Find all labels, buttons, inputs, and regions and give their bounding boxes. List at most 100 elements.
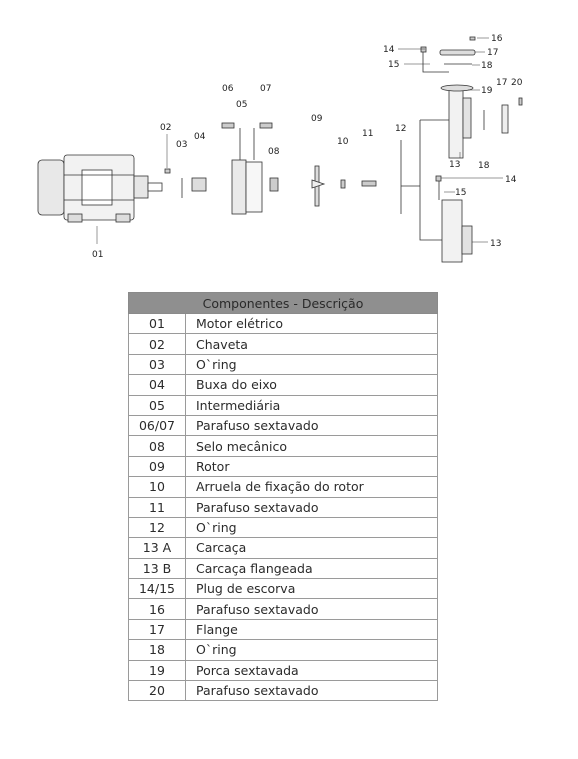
label-14a: 14: [383, 45, 395, 55]
component-code: 01: [128, 313, 186, 335]
plug-14b-part: [435, 175, 442, 182]
component-description: Parafuso sextavado: [185, 415, 438, 437]
casing-a-part: [440, 84, 474, 159]
label-07: 07: [260, 84, 271, 94]
component-description: Plug de escorva: [185, 578, 438, 600]
component-code: 13 A: [128, 537, 186, 559]
label-10: 10: [337, 137, 349, 147]
component-code: 17: [128, 619, 186, 641]
motor-part: [37, 154, 163, 223]
component-description: Selo mecânico: [185, 435, 438, 457]
component-description: Motor elétrico: [185, 313, 438, 335]
label-13b: 13: [490, 239, 501, 249]
label-17b: 17: [496, 78, 507, 88]
label-04: 04: [194, 132, 206, 142]
component-description: Rotor: [185, 456, 438, 478]
bolt-11-part: [361, 180, 377, 187]
label-06: 06: [222, 84, 234, 94]
label-11: 11: [362, 129, 373, 139]
label-01: 01: [92, 250, 103, 260]
label-14b: 14: [505, 175, 517, 185]
component-code: 09: [128, 456, 186, 478]
component-code: 02: [128, 333, 186, 355]
casing-b-part: [441, 199, 473, 263]
label-15b: 15: [455, 188, 466, 198]
label-16: 16: [491, 34, 503, 44]
component-description: O`ring: [185, 517, 438, 539]
key-part: [164, 168, 171, 174]
bushing-part: [191, 177, 207, 192]
component-description: Carcaça: [185, 537, 438, 559]
component-code: 03: [128, 354, 186, 376]
label-05: 05: [236, 100, 247, 110]
table-header-row: Componentes - Descrição: [128, 292, 438, 314]
component-code: 04: [128, 374, 186, 396]
component-code: 06/07: [128, 415, 186, 437]
component-description: Arruela de fixação do rotor: [185, 476, 438, 498]
label-13a: 13: [449, 160, 460, 170]
component-code: 10: [128, 476, 186, 498]
label-20: 20: [511, 78, 523, 88]
component-description: Intermediária: [185, 395, 438, 416]
label-03: 03: [176, 140, 187, 150]
component-code: 16: [128, 598, 186, 620]
washer-part: [340, 179, 346, 189]
component-description: Porca sextavada: [185, 660, 438, 682]
label-12: 12: [395, 124, 406, 134]
component-description: Parafuso sextavado: [185, 497, 438, 518]
label-18a: 18: [481, 61, 493, 71]
component-code: 13 B: [128, 558, 186, 580]
component-description: Flange: [185, 619, 438, 641]
component-code: 19: [128, 660, 186, 682]
component-description: Carcaça flangeada: [185, 558, 438, 580]
component-description: Parafuso sextavado: [185, 598, 438, 620]
label-09: 09: [311, 114, 323, 124]
bolt-20-part: [518, 97, 523, 106]
flange-part: [439, 49, 476, 56]
component-code: 14/15: [128, 578, 186, 600]
stud-part: [501, 104, 509, 134]
exploded-pump-diagram: 01 02 03 04 05 06 07 08 09 10 11 12 13 1…: [37, 34, 523, 263]
intermediate-part: [231, 128, 263, 215]
component-description: Chaveta: [185, 333, 438, 355]
label-15a: 15: [388, 60, 399, 70]
component-description: Buxa do eixo: [185, 374, 438, 396]
component-description: Parafuso sextavado: [185, 680, 438, 702]
seal-part: [269, 177, 279, 192]
bolt-06-part: [221, 122, 235, 129]
plug-14a-part: [420, 46, 427, 53]
component-code: 20: [128, 680, 186, 702]
component-code: 05: [128, 395, 186, 416]
bolt-07-part: [259, 122, 273, 129]
table-header: Componentes - Descrição: [128, 292, 438, 314]
component-code: 08: [128, 435, 186, 457]
rotor-part: [311, 165, 326, 207]
component-code: 12: [128, 517, 186, 539]
label-18b: 18: [478, 161, 490, 171]
label-17a: 17: [487, 48, 498, 58]
label-19: 19: [481, 86, 493, 96]
bolt-16-part: [469, 36, 476, 41]
component-description: O`ring: [185, 639, 438, 661]
